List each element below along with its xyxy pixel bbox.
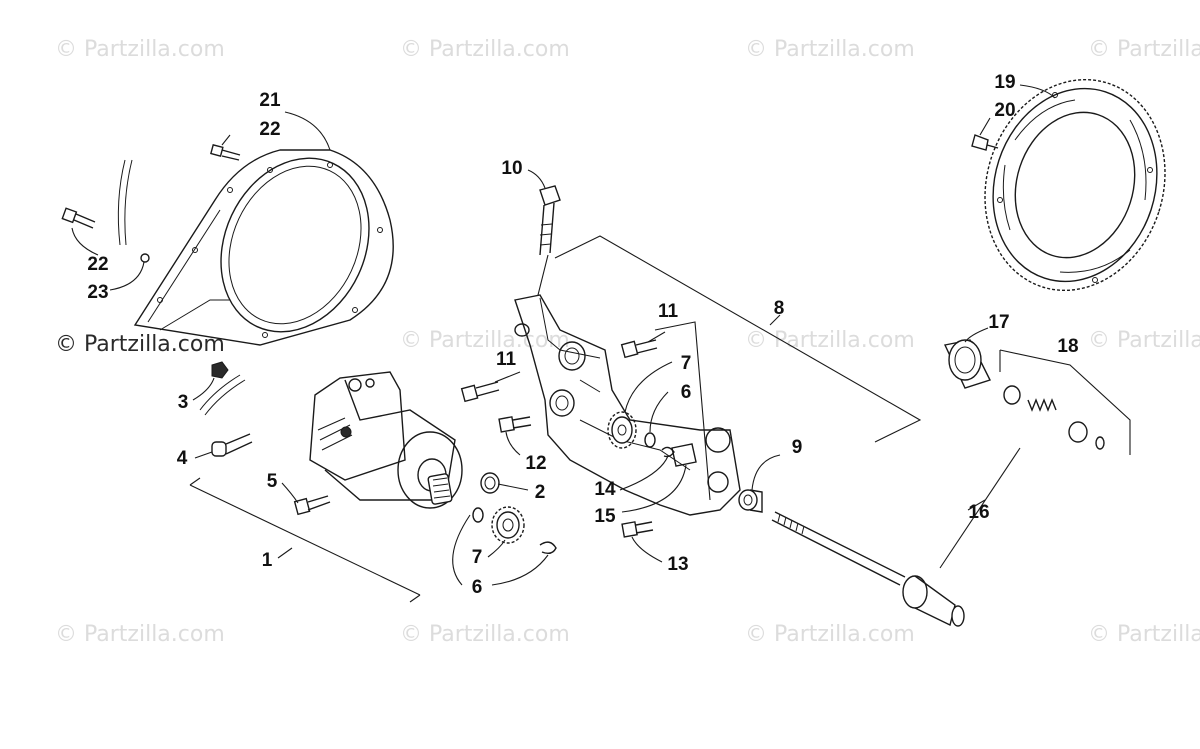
watermark: © Partzilla.com [1088, 37, 1200, 62]
screw-5 [293, 495, 331, 516]
clip-6-lower [539, 541, 557, 555]
callout-10: 10 [501, 158, 523, 179]
bolt-10 [539, 185, 561, 256]
watermark: © Partzilla.com [55, 622, 225, 647]
callout-11-right: 11 [657, 301, 679, 322]
bolt-11-right [620, 339, 658, 359]
washer-6-lower [472, 507, 484, 523]
callout-7-lower: 7 [471, 547, 483, 568]
callout-16: 16 [968, 502, 990, 523]
callout-1: 1 [261, 550, 273, 571]
callout-19: 19 [994, 72, 1016, 93]
callout-21: 21 [259, 90, 281, 111]
callout-2: 2 [534, 482, 546, 503]
bolt-11-left [460, 381, 500, 403]
bushing-2 [480, 472, 500, 494]
drive-shaft [771, 511, 965, 627]
callout-4: 4 [176, 448, 188, 469]
callout-13: 13 [667, 554, 689, 575]
callout-14: 14 [594, 479, 616, 500]
callout-3: 3 [177, 392, 189, 413]
gear-7-lower [491, 506, 525, 544]
nut-3 [211, 361, 229, 379]
bolt-12 [498, 416, 532, 433]
callout-17: 17 [988, 312, 1010, 333]
watermark: © Partzilla.com [400, 622, 570, 647]
bolt-13 [621, 521, 654, 538]
callout-12: 12 [525, 453, 547, 474]
callout-6-lower: 6 [471, 577, 483, 598]
callout-5: 5 [266, 471, 278, 492]
bushing-9 [738, 489, 763, 513]
bolt-22-left [61, 207, 96, 229]
plate-15 [671, 443, 697, 467]
callout-8: 8 [773, 298, 785, 319]
watermark: © Partzilla.com [745, 328, 915, 353]
cable [117, 159, 126, 246]
callout-22-top: 22 [259, 119, 281, 140]
washer-23 [140, 253, 150, 263]
callout-20: 20 [994, 100, 1016, 121]
ring-gear [984, 78, 1166, 292]
mounting-bracket [514, 294, 741, 516]
leader-lines [71, 84, 1131, 603]
watermark: © Partzilla.com [400, 37, 570, 62]
watermark: © Partzilla.com [400, 328, 570, 353]
gear-7-upper [607, 411, 637, 449]
callout-6-upper: 6 [680, 382, 692, 403]
callout-23: 23 [87, 282, 109, 303]
watermark: © Partzilla.com [1088, 622, 1200, 647]
screw-20 [971, 134, 999, 151]
callout-9: 9 [791, 437, 803, 458]
starter-motor [309, 371, 463, 509]
screw-4 [211, 433, 253, 457]
watermark: © Partzilla.com [745, 37, 915, 62]
bolt-22-top [210, 143, 241, 161]
spring-assembly [1003, 385, 1105, 450]
watermark-main: © Partzilla.com [55, 332, 225, 357]
watermark: © Partzilla.com [745, 622, 915, 647]
cover-plate [133, 149, 394, 346]
watermark: © Partzilla.com [1088, 328, 1200, 353]
callout-11-left: 11 [495, 349, 517, 370]
callout-7-upper: 7 [680, 353, 692, 374]
callout-22-left: 22 [87, 254, 109, 275]
callout-18: 18 [1057, 336, 1079, 357]
pinion-17 [943, 339, 991, 389]
callout-15: 15 [594, 506, 616, 527]
washer-6-upper [644, 432, 656, 448]
watermark: © Partzilla.com [55, 37, 225, 62]
